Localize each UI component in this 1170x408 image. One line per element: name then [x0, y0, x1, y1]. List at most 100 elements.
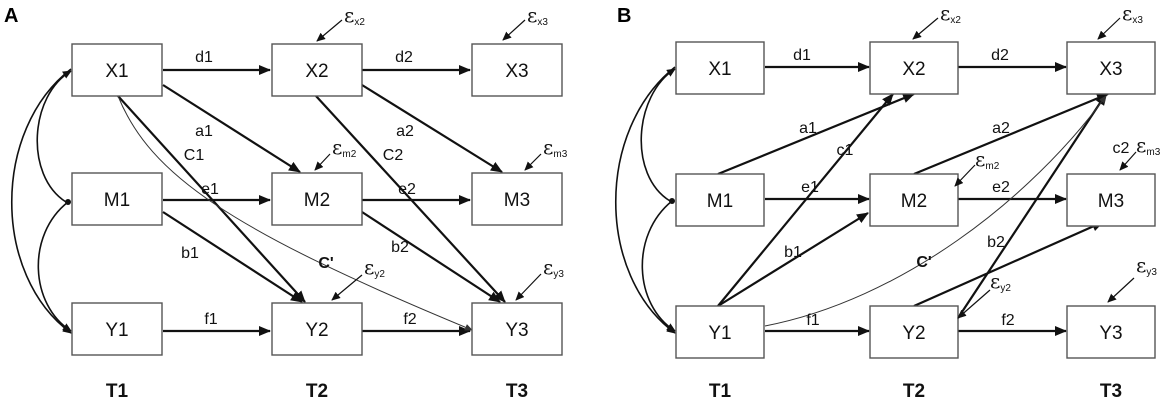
node-m2-box — [271, 172, 363, 226]
node-x3-box — [1066, 41, 1156, 95]
path-arrow-y1-m2 — [717, 212, 869, 307]
node-x1-label: X1 — [708, 59, 731, 80]
covariance-arrow-x1-y1 — [11, 68, 72, 334]
node-y3-label: Y3 — [1099, 323, 1122, 344]
error-arrow-x3 — [502, 19, 526, 41]
error-label-y2: εy2 — [990, 269, 1011, 294]
error-arrow-x2 — [912, 17, 939, 40]
error-label-x3: εx3 — [1122, 1, 1143, 26]
node-x3-label: X3 — [505, 61, 528, 82]
covariance-arrow-x1-y1 — [615, 66, 676, 334]
node-m3-box — [1066, 173, 1156, 227]
covariance-junction — [669, 198, 675, 204]
path-label-f1: f1 — [806, 312, 819, 329]
panel-a-paths — [117, 65, 506, 336]
time-label-t1: T1 — [709, 381, 732, 402]
path-arrow-x2-y3 — [315, 95, 506, 303]
error-term-x3: εx3 — [1097, 1, 1143, 40]
path-label-f2: f2 — [403, 311, 416, 328]
path-arrow-x1-m2 — [162, 84, 301, 173]
covariance-junction — [65, 199, 71, 205]
panel-b-covariances — [615, 66, 676, 334]
node-y2-box — [271, 302, 363, 356]
node-y1-box — [675, 305, 765, 359]
panel-a-letter: A — [4, 5, 18, 27]
time-label-t1: T1 — [106, 381, 129, 402]
path-label-d1: d1 — [793, 47, 811, 64]
node-x1-box — [71, 43, 163, 97]
error-term-x2: εx2 — [912, 1, 961, 40]
node-m1-label: M1 — [707, 191, 733, 212]
node-m1-box — [71, 172, 163, 226]
error-label-m2: εm2 — [332, 135, 357, 160]
path-arrow-y1-x3-direct — [764, 95, 1107, 327]
error-label-y3: εy3 — [543, 255, 564, 280]
error-arrow-x2 — [316, 19, 343, 42]
path-label-f2: f2 — [1001, 312, 1014, 329]
panel-b-path-labels: d1 d2 e1 e2 f1 f2 a1 a2 c1 c2 b1 b2 C' — [784, 47, 1129, 329]
error-arrow-y3 — [515, 273, 542, 301]
error-arrow-m2 — [314, 153, 331, 171]
covariance-arrow-x1-m1 — [36, 70, 72, 203]
error-arrow-y2 — [331, 274, 363, 301]
node-m2-label: M2 — [901, 191, 927, 212]
path-label-c2: c2 — [1113, 140, 1130, 157]
path-label-d1: d1 — [195, 49, 213, 66]
panel-a-nodes: X1 X2 X3 M1 M2 M3 Y1 Y2 Y3 — [71, 43, 563, 356]
node-y3-label: Y3 — [505, 320, 528, 341]
covariance-arrow-m1-y1 — [641, 200, 676, 332]
error-arrow-y3 — [1107, 277, 1135, 303]
node-y3-box — [1066, 305, 1156, 359]
path-label-a2: a2 — [992, 120, 1010, 137]
node-x2-label: X2 — [305, 61, 328, 82]
path-label-f1: f1 — [204, 311, 217, 328]
node-x3-label: X3 — [1099, 59, 1122, 80]
error-term-m2: εm2 — [314, 135, 357, 171]
panel-b-paths — [717, 62, 1109, 336]
node-m3-label: M3 — [1098, 191, 1124, 212]
error-label-m3: εm3 — [543, 135, 568, 160]
node-m2-box — [869, 173, 959, 227]
panel-a-path-labels: d1 d2 e1 e2 f1 f2 a1 a2 C1 C2 b1 b2 C' — [181, 49, 417, 328]
node-y1-box — [71, 302, 163, 356]
path-label-e1: e1 — [201, 181, 219, 198]
path-arrow-m2-x3 — [913, 92, 1109, 176]
error-arrow-y2 — [957, 289, 991, 319]
path-label-e2: e2 — [992, 179, 1010, 196]
path-arrow-x2-m3 — [361, 84, 503, 173]
error-term-y2: εy2 — [331, 255, 385, 301]
panel-a: A X1 X2 — [4, 3, 568, 402]
error-label-y3: εy3 — [1136, 253, 1157, 278]
path-label-a1: a1 — [195, 123, 213, 140]
path-arrow-m1-y2 — [162, 211, 303, 303]
path-label-c1: c1 — [837, 142, 854, 159]
error-label-x2: εx2 — [940, 1, 961, 26]
node-x2-label: X2 — [902, 59, 925, 80]
error-term-m3: εm3 — [524, 135, 568, 171]
panel-b-nodes: X1 X2 X3 M1 M2 M3 Y1 Y2 Y3 — [675, 41, 1156, 359]
error-arrow-x3 — [1097, 17, 1121, 40]
time-label-t2: T2 — [306, 381, 328, 402]
path-arrow-y1-x2 — [717, 93, 894, 307]
path-label-a1: a1 — [799, 120, 817, 137]
error-label-m2: εm2 — [975, 147, 1000, 172]
error-term-y3: εy3 — [515, 255, 564, 301]
path-label-e1: e1 — [801, 179, 819, 196]
panel-a-covariances — [11, 68, 72, 334]
panel-b-error-terms: εx2 εx3 εm2 εm3 εy2 εy3 — [912, 1, 1161, 319]
error-arrow-m3 — [1119, 151, 1137, 171]
error-term-x2: εx2 — [316, 3, 365, 42]
covariance-arrow-m1-y1 — [37, 201, 72, 332]
node-m1-label: M1 — [104, 190, 130, 211]
path-label-e2: e2 — [398, 181, 416, 198]
error-arrow-m2 — [954, 164, 976, 187]
node-x2-box — [271, 43, 363, 97]
time-label-t2: T2 — [903, 381, 925, 402]
path-label-c-prime: C' — [318, 255, 333, 272]
error-label-x3: εx3 — [527, 3, 548, 28]
path-arrow-m2-y3 — [361, 211, 501, 303]
node-y3-box — [471, 302, 563, 356]
panel-a-time-labels: T1 T2 T3 — [106, 381, 528, 402]
path-label-b2: b2 — [391, 239, 409, 256]
